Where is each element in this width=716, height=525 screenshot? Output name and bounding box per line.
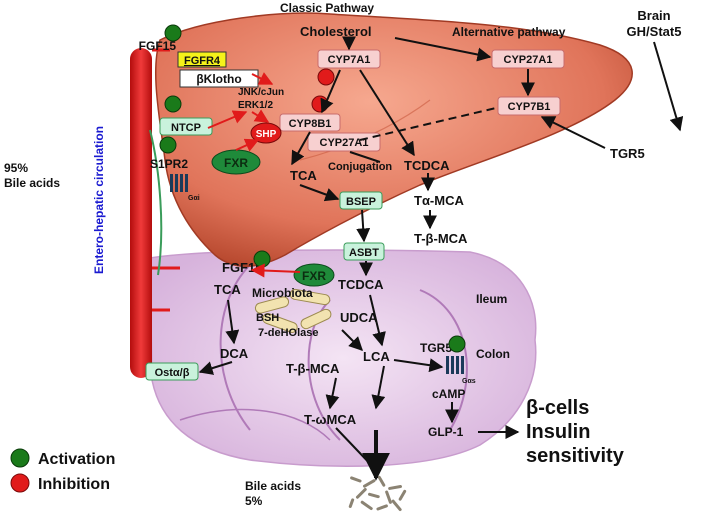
bsh-label: BSH [256, 312, 279, 324]
cyp27a1-box: CYP27A1 [307, 132, 381, 152]
asbt-label: ASBT [349, 247, 379, 259]
microbiota-icon [254, 288, 332, 333]
erk-label: ERK1/2 [238, 100, 273, 111]
ost-box: Ostα/β [145, 362, 199, 381]
tcdca-ileum-label: TCDCA [338, 277, 384, 292]
beta-cells-label: β-cells [526, 397, 589, 419]
sensitivity-label: sensitivity [526, 445, 625, 467]
cyp7a1-box: CYP7A1 [317, 49, 381, 69]
ost-label: Ostα/β [155, 367, 190, 379]
tgr5-liver-label: TGR5 [610, 146, 645, 161]
camp-label: cAMP [432, 387, 465, 401]
dca-label: DCA [220, 346, 249, 361]
bsep-label: BSEP [346, 196, 376, 208]
cyp7b1-label: CYP7B1 [508, 101, 551, 113]
gas-label: Gαs [462, 378, 476, 385]
s1pr2-receptor-icon: Gαi [170, 174, 200, 202]
classic-pathway-header: Classic Pathway [280, 1, 374, 15]
gh-stat5-label: GH/Stat5 [627, 24, 682, 39]
fxr-liver-label: FXR [224, 156, 248, 170]
tb-mca-liver-label: T-β-MCA [414, 231, 468, 246]
activation-dot-ntcp [164, 95, 182, 113]
cyp8b1-label: CYP8B1 [289, 118, 332, 130]
bile-acids-5-label: Bile acids [245, 479, 301, 493]
tb-mca-ileum-label: T-β-MCA [286, 361, 340, 376]
inhibition-dot-cyp7a1 [317, 68, 335, 86]
fxr-liver-node: FXR [211, 149, 261, 175]
dashed-arrow [359, 107, 497, 141]
cyp7a1-label: CYP7A1 [328, 54, 371, 66]
bile-pct-5: 5% [245, 494, 263, 508]
legend-inhibition-label: Inhibition [38, 476, 110, 493]
activation-dot-fgfr4 [164, 24, 182, 42]
insulin-label: Insulin [526, 421, 590, 443]
fgfr4-label: FGFR4 [184, 55, 221, 67]
cholesterol-label: Cholesterol [300, 24, 372, 39]
activation-dot-s1pr2 [159, 136, 177, 154]
fgfr4-box: FGFR4 [177, 51, 227, 68]
legend-inhibition-icon [10, 473, 30, 493]
bile-acids-95-label: Bile acids [4, 176, 60, 190]
colon-label: Colon [476, 347, 510, 361]
bklotho-box: βKlotho [179, 69, 259, 88]
ntcp-label: NTCP [171, 122, 201, 134]
fxr-ileum-node: FXR [293, 263, 335, 287]
tca-ileum-label: TCA [214, 282, 241, 297]
legend: Activation Inhibition [10, 448, 115, 493]
cyp27a1-alt-label: CYP27A1 [504, 54, 553, 66]
lca-label: LCA [363, 349, 390, 364]
fxr-ileum-label: FXR [302, 269, 326, 283]
cyp27a1-label: CYP27A1 [320, 137, 369, 149]
bsep-box: BSEP [339, 191, 383, 210]
alternative-pathway-header: Alternative pathway [452, 25, 566, 39]
tcdca-liver-label: TCDCA [404, 158, 450, 173]
cyp7b1-box: CYP7B1 [497, 96, 561, 116]
activation-dot-tgr5 [448, 335, 466, 353]
ileum-label: Ileum [476, 292, 507, 306]
tgr5-ileum-label: TGR5 [420, 341, 452, 355]
s1pr2-label: S1PR2 [150, 157, 188, 171]
udca-label: UDCA [340, 310, 378, 325]
cyp8b1-box: CYP8B1 [279, 113, 341, 132]
dehoxlase-label: 7-deHOlase [258, 327, 319, 339]
brain-label: Brain [637, 8, 670, 23]
feces-icon [348, 475, 407, 512]
tw-mca-label: T-ωMCA [304, 412, 357, 427]
asbt-box: ASBT [343, 242, 385, 261]
liver-shape [154, 12, 633, 268]
circulation-label: Entero-hepatic circulation [92, 126, 106, 274]
gai-label: Gαi [188, 195, 200, 202]
ta-mca-label: Tα-MCA [414, 193, 464, 208]
circulation-vessel [130, 48, 152, 378]
glp1-label: GLP-1 [428, 425, 464, 439]
signaling-arrows [207, 72, 301, 278]
activation-dot-fgf15 [253, 250, 271, 268]
jnk-label: JNK/cJun [238, 87, 284, 98]
conjugation-label: Conjugation [328, 161, 392, 173]
legend-activation-icon [10, 448, 30, 468]
shp-label: SHP [256, 129, 277, 140]
bile-pct-95: 95% [4, 161, 28, 175]
bklotho-label: βKlotho [196, 72, 241, 86]
portal-line [149, 129, 163, 276]
shp-node: SHP [250, 122, 282, 144]
legend-activation-label: Activation [38, 451, 115, 468]
ntcp-box: NTCP [159, 117, 213, 136]
microbiota-label: Microbiota [252, 286, 313, 300]
fgf15-top-label: FGF15 [139, 39, 177, 53]
tca-liver-label: TCA [290, 168, 317, 183]
tgr5-receptor-icon: Gαs [446, 356, 476, 385]
cyp27a1-alt-box: CYP27A1 [491, 49, 565, 69]
